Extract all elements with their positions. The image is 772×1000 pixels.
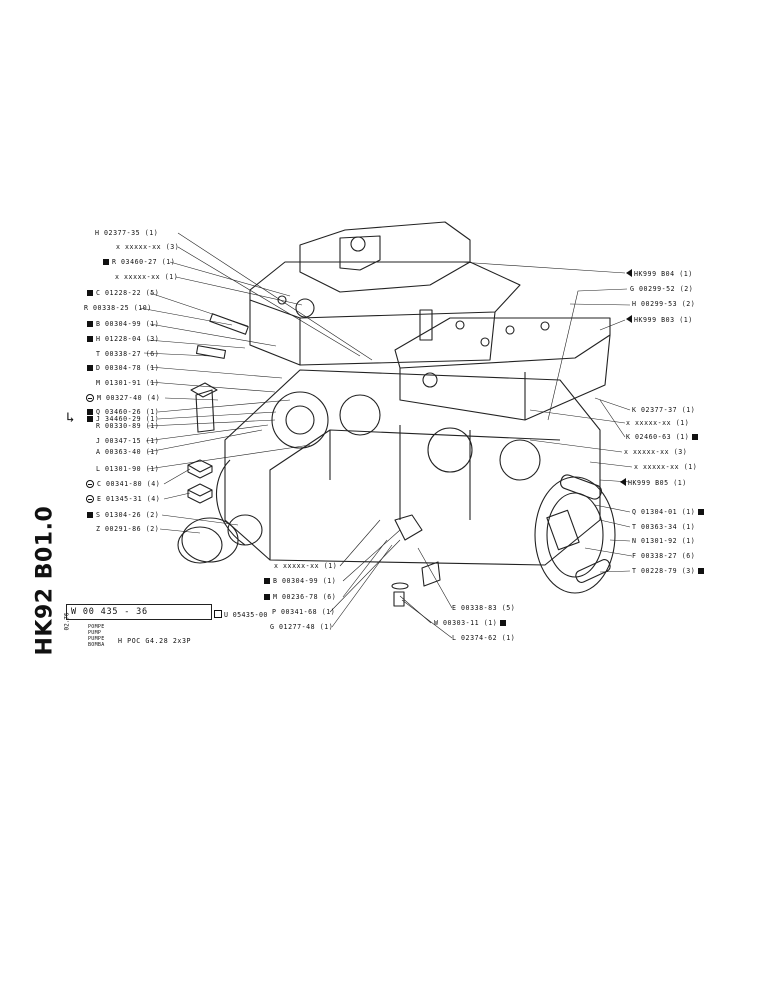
callout-t00363[interactable]: T 00363-34 (1) [632, 523, 696, 531]
new-part-marker [87, 336, 93, 342]
callout-c01228[interactable]: C 01228-22 (5) [87, 289, 159, 297]
callout-m01301[interactable]: M 01301-91 (1) [96, 379, 160, 387]
new-part-marker [500, 620, 507, 626]
callout-r00330[interactable]: R 00330-89 (1) [96, 422, 160, 430]
callout-f00338[interactable]: F 00338-27 (6) [632, 552, 696, 560]
minus-circle-icon [86, 480, 94, 488]
callout-m00236[interactable]: M 00236-78 (6) [264, 593, 336, 601]
callout-k02377[interactable]: K 02377-37 (1) [632, 406, 696, 414]
description-en: PUMP [88, 630, 102, 636]
new-part-marker [87, 365, 93, 371]
callout-x1[interactable]: x xxxxx-xx (3) [116, 243, 180, 251]
arrow-left-icon [620, 478, 626, 486]
callout-hk999b05[interactable]: HK999 B05 (1) [620, 478, 687, 487]
callout-e00338[interactable]: E 00338-83 (5) [452, 604, 516, 612]
callout-b00304b[interactable]: B 00304-99 (1) [264, 577, 336, 585]
callout-hk999b03[interactable]: HK999 B03 (1) [626, 315, 693, 324]
callout-x3[interactable]: x xxxxx-xx (1) [274, 562, 338, 570]
callout-r00338[interactable]: R 00338-25 (10) [84, 304, 152, 312]
new-part-marker [87, 416, 93, 422]
arrow-left-icon [626, 269, 632, 277]
checkbox-icon [214, 610, 222, 618]
description-es: BOMBA [88, 642, 105, 648]
callout-t00228[interactable]: T 00228-79 (3) [632, 567, 705, 575]
callout-k02460[interactable]: K 02460-63 (1) [626, 433, 699, 441]
callout-w00303[interactable]: W 00303-11 (1) [434, 619, 507, 627]
callout-h02377[interactable]: H 02377-35 (1) [95, 229, 159, 237]
new-part-marker [692, 434, 699, 440]
new-part-marker [264, 578, 270, 584]
filter-cup [181, 517, 239, 563]
callout-z00291[interactable]: Z 00291-86 (2) [96, 525, 160, 533]
description-de: PUMPE [88, 636, 105, 642]
new-part-marker [87, 321, 93, 327]
callout-x2[interactable]: x xxxxx-xx (1) [115, 273, 179, 281]
section-code: HK92 B01.0 [32, 505, 58, 656]
callout-l02374[interactable]: L 02374-62 (1) [452, 634, 516, 642]
corner-arrow-icon: ↳ [66, 410, 75, 426]
section-code-block: HK92 B01.0 [30, 505, 60, 656]
callout-g01277[interactable]: G 01277-48 (1) [270, 623, 334, 631]
callout-c00341[interactable]: C 00341-80 (4) [86, 480, 160, 488]
new-part-marker [264, 594, 270, 600]
valve-block-top [299, 221, 471, 293]
new-part-marker [103, 259, 109, 265]
alt-reference: U 05435-00 [214, 610, 268, 619]
callout-h01228[interactable]: H 01228-04 (3) [87, 335, 159, 343]
new-part-marker [698, 568, 705, 574]
callout-s01304[interactable]: S 01304-26 (2) [87, 511, 159, 519]
callout-q03460[interactable]: Q 03460-26 (1) [87, 408, 159, 416]
callout-h00299[interactable]: H 00299-53 (2) [632, 300, 696, 308]
callout-x5[interactable]: x xxxxx-xx (3) [624, 448, 688, 456]
minus-circle-icon [86, 495, 94, 503]
callout-j00347[interactable]: J 00347-15 (1) [96, 437, 160, 445]
part-number-box: W 00 435 - 36 [66, 604, 212, 620]
callout-x6[interactable]: x xxxxx-xx (1) [634, 463, 698, 471]
callout-j34460[interactable]: J 34460-29 (1) [87, 415, 159, 423]
new-part-marker [87, 409, 93, 415]
callout-x4[interactable]: x xxxxx-xx (1) [626, 419, 690, 427]
callout-m00327[interactable]: M 00327-40 (4) [86, 394, 160, 402]
new-part-marker [87, 290, 93, 296]
callout-b00304a[interactable]: B 00304-99 (1) [87, 320, 159, 328]
callout-p00341[interactable]: P 00341-68 (1) [272, 608, 336, 616]
minus-circle-icon [86, 394, 94, 402]
callout-g00299[interactable]: G 00299-52 (2) [630, 285, 694, 293]
description-list: POMPE PUMP PUMPE BOMBA [88, 624, 105, 648]
callout-r03460[interactable]: R 03460-27 (1) [103, 258, 175, 266]
callout-t00338[interactable]: T 00338-27 (6) [96, 350, 160, 358]
model-designation: H POC G4.28 2x3P [118, 637, 192, 645]
bolt-m00327 [195, 389, 215, 433]
part-number: W 00 435 - 36 [71, 607, 148, 617]
new-part-marker [698, 509, 705, 515]
callout-e01345[interactable]: E 01345-31 (4) [86, 495, 160, 503]
callout-q01304[interactable]: Q 01304-01 (1) [632, 508, 705, 516]
cylinder-head-left [249, 261, 521, 319]
callout-a00363[interactable]: A 00363-40 (1) [96, 448, 160, 456]
callout-n01301[interactable]: N 01301-92 (1) [632, 537, 696, 545]
arrow-left-icon [626, 315, 632, 323]
new-part-marker [87, 512, 93, 518]
callout-d00304[interactable]: D 00304-78 (1) [87, 364, 159, 372]
callout-hk999b04[interactable]: HK999 B04 (1) [626, 269, 693, 278]
description-fr: POMPE [88, 624, 105, 630]
callout-l01301[interactable]: L 01301-90 (1) [96, 465, 160, 473]
cylinder-head-right [394, 317, 611, 369]
